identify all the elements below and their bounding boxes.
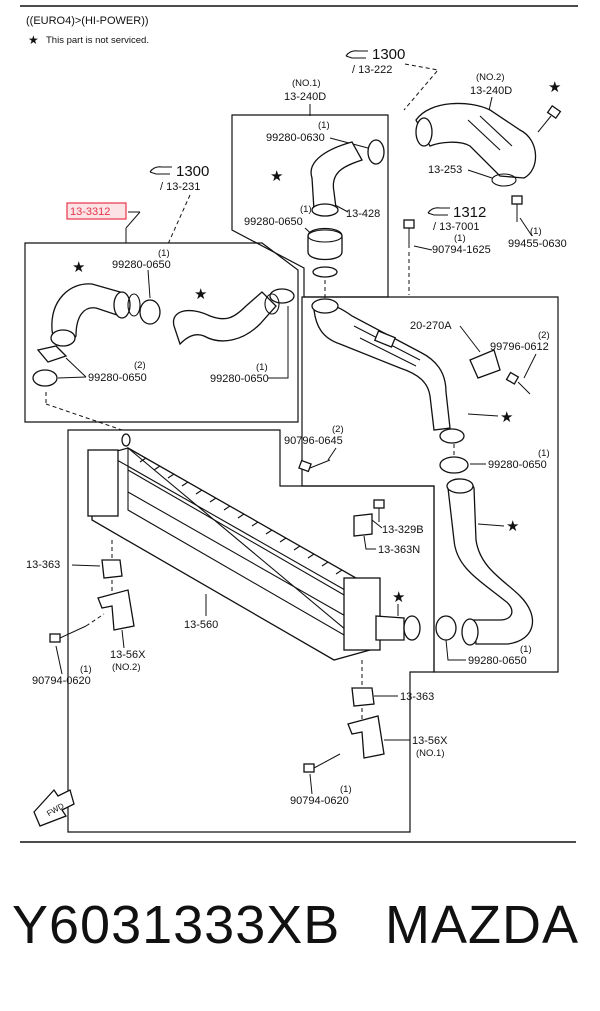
label-qty-1c: (1) (454, 233, 466, 244)
bolt-icon (49, 625, 87, 643)
ref-13-222[interactable]: / 13-222 (352, 64, 392, 76)
label-no2-b: (NO.2) (112, 662, 141, 673)
label-qty-1h: (1) (520, 644, 532, 655)
not-serviced-star-icon: ★ (72, 259, 85, 276)
clamp-99280-0650 (307, 227, 343, 261)
label-13-363-b[interactable]: 13-363 (400, 691, 434, 703)
label-13-428[interactable]: 13-428 (346, 208, 380, 220)
ref-13-7001[interactable]: / 13-7001 (433, 221, 479, 233)
not-serviced-note: This part is not serviced. (46, 35, 149, 46)
label-99455-0630[interactable]: 99455-0630 (508, 238, 567, 250)
label-qty-1g: (1) (538, 448, 550, 459)
not-serviced-star-icon: ★ (392, 589, 405, 606)
label-99796-0612[interactable]: 99796-0612 (490, 341, 549, 353)
not-serviced-star-icon: ★ (548, 79, 561, 96)
bolt-icon (403, 219, 415, 248)
not-serviced-star-icon: ★ (194, 286, 207, 303)
label-99280-0630[interactable]: 99280-0630 (266, 132, 325, 144)
ref-1312[interactable]: 1312 (453, 204, 486, 221)
bolt-icon (298, 459, 331, 473)
label-qty-1i: (1) (80, 664, 92, 675)
ref-1300-top[interactable]: 1300 (372, 46, 405, 63)
label-qty-2c: (2) (332, 424, 344, 435)
hand-pointer-icon (345, 50, 368, 59)
label-90794-1625[interactable]: 90794-1625 (432, 244, 491, 256)
label-qty-1f: (1) (256, 362, 268, 373)
label-13-240d-no2[interactable]: 13-240D (470, 85, 512, 97)
label-90794-0620-a[interactable]: 90794-0620 (32, 675, 91, 687)
label-13-329b[interactable]: 13-329B (382, 524, 424, 536)
label-13-363n[interactable]: 13-363N (378, 544, 420, 556)
ref-13-231[interactable]: / 13-231 (160, 181, 200, 193)
label-90794-0620-b[interactable]: 90794-0620 (290, 795, 349, 807)
bolt-icon (537, 104, 562, 133)
label-qty-1d: (1) (530, 226, 542, 237)
bracket-13-56x-no1 (347, 715, 385, 759)
bolt-icon (505, 371, 531, 395)
parts-diagram: ((EURO4)>(HI-POWER)) ★ This part is not … (20, 5, 578, 843)
not-serviced-star-icon: ★ (500, 409, 513, 426)
mount-13-363n (353, 513, 373, 537)
label-99280-0650-d[interactable]: 99280-0650 (210, 373, 269, 385)
label-99280-0650-e[interactable]: 99280-0650 (488, 459, 547, 471)
label-13-56x-no1[interactable]: 13-56X (412, 735, 448, 747)
label-qty-1e: (1) (158, 248, 170, 259)
leader-13-222 (403, 63, 439, 111)
label-13-560[interactable]: 13-560 (184, 619, 218, 631)
upper-hose (310, 141, 363, 211)
label-qty-1b: (1) (300, 204, 312, 215)
not-serviced-star-icon: ★ (506, 518, 519, 535)
mount-13-363-right (351, 687, 375, 707)
hose-kit-frame (24, 242, 299, 423)
label-99280-0650-b[interactable]: 99280-0650 (112, 259, 171, 271)
label-qty-1a: (1) (318, 120, 330, 131)
fwd-arrow-icon: FWD (33, 788, 75, 827)
intercooler-frame (67, 429, 435, 833)
outlet-hose-lower (447, 478, 534, 645)
label-no2-top: (NO.2) (476, 72, 505, 83)
hose-right (172, 291, 277, 346)
label-no1-b: (NO.1) (416, 748, 445, 759)
intake-pipe-no2 (415, 102, 537, 179)
label-99280-0650-c[interactable]: 99280-0650 (88, 372, 147, 384)
label-20-270a[interactable]: 20-270A (410, 320, 452, 332)
label-qty-2a: (2) (134, 360, 146, 371)
label-13-363-a[interactable]: 13-363 (26, 559, 60, 571)
bracket-20-270a (469, 349, 501, 379)
clamp-outlet (439, 456, 469, 474)
clamp-left-lower (36, 345, 68, 363)
hand-pointer-icon (149, 166, 172, 175)
bolt-icon (511, 195, 523, 222)
label-99280-0650-f[interactable]: 99280-0650 (468, 655, 527, 667)
intercooler-13-560 (87, 433, 421, 661)
label-qty-1j: (1) (340, 784, 352, 795)
bolt-icon (303, 753, 341, 773)
label-99280-0650-a[interactable]: 99280-0650 (244, 216, 303, 228)
label-no1-top: (NO.1) (292, 78, 321, 89)
hand-pointer-icon (427, 207, 450, 216)
label-90796-0645[interactable]: 90796-0645 (284, 435, 343, 447)
bolt-icon (373, 499, 385, 522)
spec-title: ((EURO4)>(HI-POWER)) (26, 15, 149, 27)
footer: Y6031333XB MAZDA (0, 880, 600, 990)
label-13-253[interactable]: 13-253 (428, 164, 462, 176)
not-serviced-star-icon: ★ (28, 33, 39, 47)
bracket-13-56x-no2 (97, 589, 135, 631)
hose-left (51, 283, 121, 343)
label-13-56x-no2[interactable]: 13-56X (110, 649, 146, 661)
label-qty-2b: (2) (538, 330, 550, 341)
highlight-box[interactable] (66, 202, 127, 220)
ref-1300-left[interactable]: 1300 (176, 163, 209, 180)
label-13-3312[interactable]: 13-3312 (70, 206, 110, 218)
mount-13-363-left (101, 559, 123, 579)
outlet-pipe-upper (313, 302, 451, 431)
brand-name: MAZDA (385, 895, 579, 955)
not-serviced-star-icon: ★ (270, 168, 283, 185)
leader-13-231 (167, 194, 191, 245)
part-number: Y6031333XB (12, 895, 341, 955)
label-13-240d-no1[interactable]: 13-240D (284, 91, 326, 103)
